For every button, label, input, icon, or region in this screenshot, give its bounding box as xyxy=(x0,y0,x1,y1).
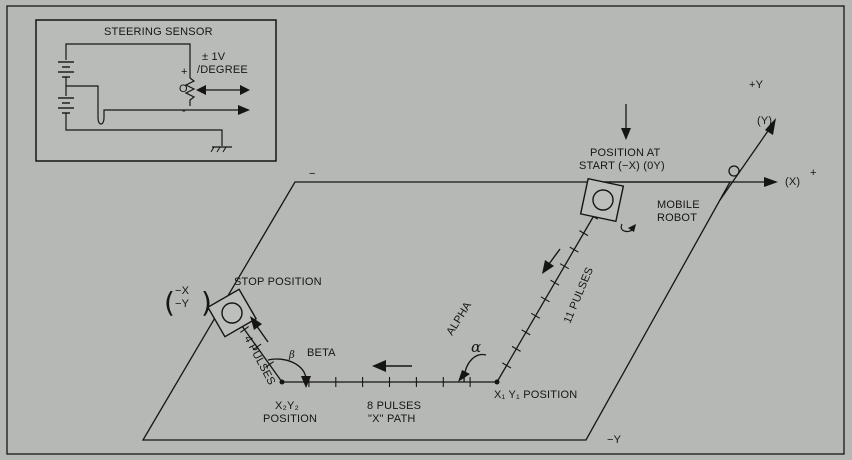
x1y1-point xyxy=(494,379,500,385)
origin-marker xyxy=(728,165,740,177)
robot-label-1: MOBILE xyxy=(657,199,700,211)
tick-11-pulse xyxy=(559,263,570,270)
robot-body xyxy=(579,177,625,223)
x2y2-point xyxy=(279,379,285,385)
mobile-robot-stop xyxy=(206,288,258,338)
tick-11-pulse xyxy=(502,362,512,369)
center-tap-wire xyxy=(66,85,105,125)
robot-wheel-icon xyxy=(592,189,614,211)
tick-11-pulse xyxy=(521,329,531,336)
x2y2-label-1: X₂Y₂ xyxy=(275,400,299,412)
direction-arrow-down-icon xyxy=(542,260,554,274)
tick-11-pulse xyxy=(540,296,550,303)
outer-frame xyxy=(6,5,845,455)
wiper-arrow-icon xyxy=(196,85,206,95)
x-plus-label: + xyxy=(810,167,817,179)
tick-11-pulse xyxy=(530,312,541,319)
inset-title: STEERING SENSOR xyxy=(104,26,213,38)
tick-4-pulse xyxy=(240,326,249,333)
robot-label-2: ROBOT xyxy=(657,212,697,224)
pulses-8-label-2: "X" PATH xyxy=(368,413,416,425)
ground-icon xyxy=(210,146,215,153)
output-arrow-icon xyxy=(238,105,250,115)
alpha-arc xyxy=(463,353,487,383)
plus-terminal: + xyxy=(181,66,188,78)
tick-4-pulse xyxy=(265,361,274,368)
x2y2-label-2: POSITION xyxy=(263,413,317,425)
left-paren: ( xyxy=(164,286,175,319)
output-wire xyxy=(103,109,240,118)
beta-arrowhead-icon xyxy=(301,376,311,388)
x1y1-label: X₁ Y₁ POSITION xyxy=(494,389,577,401)
robot-wheel-icon xyxy=(221,302,243,324)
pulse-ticks xyxy=(240,213,598,387)
neg-y-label: −Y xyxy=(175,298,190,310)
y-axis-arrow-icon xyxy=(765,118,776,135)
robot-body-stop xyxy=(206,288,258,338)
x-axis-arrow-icon xyxy=(764,177,778,187)
beta-label: BETA xyxy=(307,347,336,359)
direction-arrow-up-icon xyxy=(250,316,262,330)
field-parallelogram xyxy=(141,181,732,441)
plus-y-label: +Y xyxy=(749,79,764,91)
minus-y-label: −Y xyxy=(607,434,622,446)
y-axis-label: (Y) xyxy=(757,115,772,127)
right-paren: ) xyxy=(201,286,212,319)
ground-icon xyxy=(222,146,227,153)
potentiometer-icon xyxy=(184,77,196,106)
path-segment-11-pulses xyxy=(496,199,604,383)
tick-4-pulse xyxy=(252,343,262,351)
minus-terminal: - xyxy=(182,105,186,117)
pulses-4-label: 4 PULSES xyxy=(241,334,277,387)
direction-arrow-shaft xyxy=(548,248,561,265)
tick-11-pulse xyxy=(579,230,589,237)
top-minus-label: − xyxy=(309,168,316,180)
direction-arrow-left-icon xyxy=(372,360,386,372)
start-label-1: POSITION AT xyxy=(590,147,661,159)
beta-symbol: β xyxy=(288,350,295,361)
rotation-arrowhead-icon xyxy=(628,224,636,232)
start-arrow-icon xyxy=(621,128,631,140)
zero-terminal: O xyxy=(179,83,188,95)
x-axis-label: (X) xyxy=(785,176,800,188)
tick-11-pulse xyxy=(569,246,579,253)
voltage-label: ± 1V xyxy=(202,51,226,63)
mobile-robot-start xyxy=(579,177,625,223)
start-label-2: START (−X) (0Y) xyxy=(579,160,665,172)
pulses-11-label: 11 PULSES xyxy=(562,266,596,326)
neg-x-label: −X xyxy=(175,285,190,297)
alpha-label: ALPHA xyxy=(444,299,474,337)
tick-11-pulse xyxy=(511,345,521,352)
direction-arrow-shaft xyxy=(255,324,269,343)
alpha-arrowhead-icon xyxy=(458,370,470,382)
alpha-symbol: α xyxy=(471,338,481,356)
tick-11-pulse xyxy=(550,279,560,286)
wiper-arrow-icon xyxy=(240,85,250,95)
sensor-wire-bottom xyxy=(65,113,223,146)
ground-icon xyxy=(216,146,221,153)
sensor-wire-top xyxy=(65,43,191,78)
y-axis-line xyxy=(719,127,771,201)
voltage-label-2: /DEGREE xyxy=(197,64,248,76)
steering-sensor-inset: STEERING SENSOR + O - ± 1V /DEGREE xyxy=(35,19,277,162)
pulses-8-label-1: 8 PULSES xyxy=(367,400,421,412)
stop-label: STOP POSITION xyxy=(234,276,322,288)
